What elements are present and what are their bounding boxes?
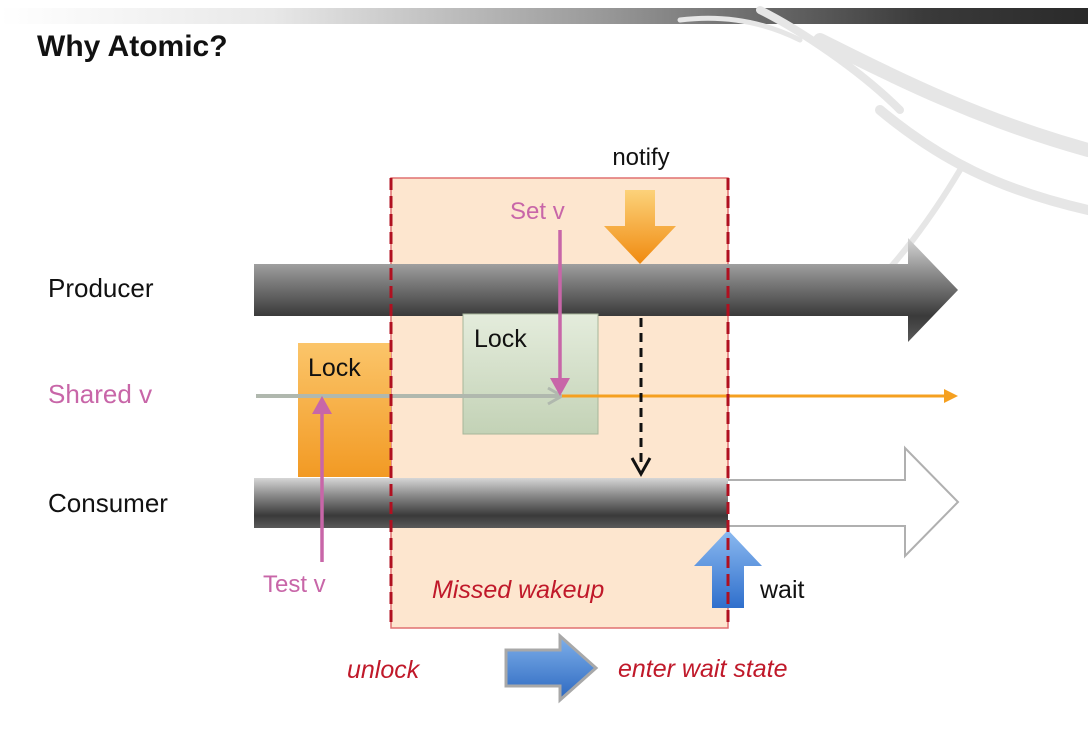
background-branch-decoration [677, 6, 1088, 303]
producer-label: Producer [48, 273, 154, 303]
consumer-future-arrow [728, 445, 960, 559]
slide-title: Why Atomic? [37, 30, 228, 63]
transition-arrow [504, 632, 599, 704]
lock-box-consumer [298, 343, 391, 477]
shared-v-label: Shared v [48, 379, 152, 409]
lock-box-producer [462, 313, 599, 435]
set-v-arrow [550, 230, 570, 396]
missed-wakeup-label: Missed wakeup [432, 576, 604, 604]
notify-arrow [604, 190, 676, 264]
producer-timeline-arrow [254, 238, 958, 342]
slide-header-bar [0, 8, 1088, 24]
consumer-label: Consumer [48, 488, 168, 518]
test-v-arrow [312, 396, 332, 562]
shared-v-line [256, 386, 958, 406]
notify-label: notify [612, 144, 669, 171]
lock-right-label: Lock [474, 325, 527, 353]
lock-left-label: Lock [308, 354, 361, 382]
unlock-label: unlock [347, 656, 421, 684]
consumer-timeline-bar [254, 478, 728, 528]
notify-dashed-arrow [630, 318, 652, 478]
wait-arrow [694, 530, 762, 608]
set-v-label: Set v [510, 198, 565, 225]
wait-label: wait [759, 576, 805, 604]
test-v-label: Test v [263, 571, 326, 598]
enter-wait-state-label: enter wait state [618, 655, 788, 683]
